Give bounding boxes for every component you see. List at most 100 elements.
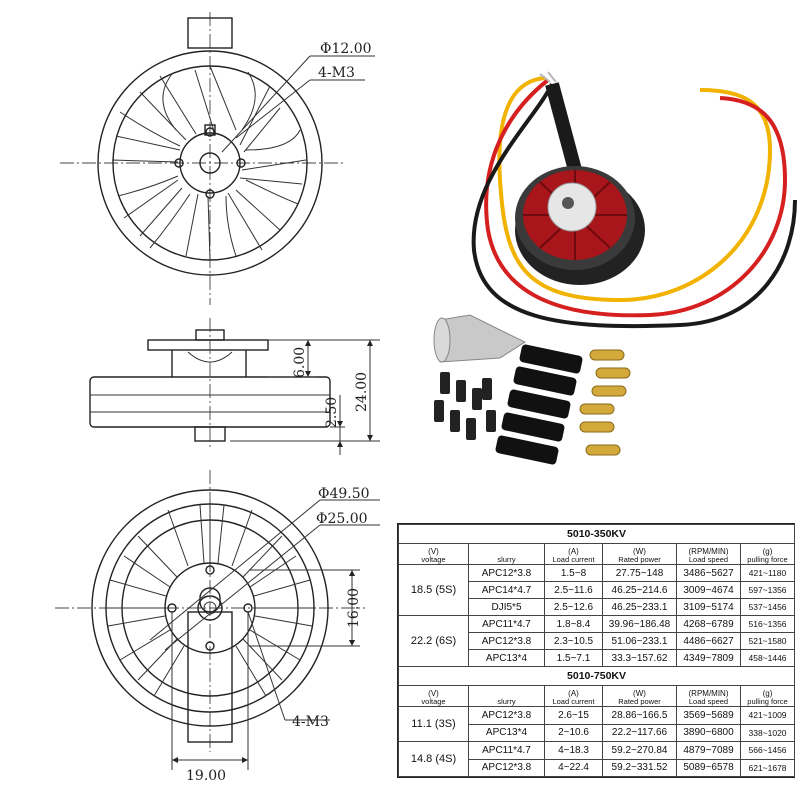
cell: APC12*3.8 — [468, 632, 545, 650]
cell: 5089~6578 — [676, 758, 741, 777]
voltage-cell: 11.1 (3S) — [398, 706, 469, 742]
header-cell: (W)Rated power — [602, 685, 677, 707]
cell: 421~1009 — [739, 706, 796, 725]
cell: 4349~7809 — [676, 649, 741, 667]
table-row: APC12*3.8 4~22.4 59.2~331.52 5089~6578 6… — [399, 758, 796, 777]
cell: 3109~5174 — [676, 598, 741, 616]
cell: 2.5~12.6 — [544, 598, 603, 616]
spec-table-title: 5010-750KV — [397, 666, 796, 686]
dim-hole-spacing: 16.00 — [346, 588, 362, 628]
cell: APC11*4.7 — [468, 741, 545, 760]
voltage-cell: 14.8 (4S) — [398, 741, 469, 777]
red-wire — [484, 78, 788, 318]
table-title-row: 5010-750KV — [397, 666, 796, 686]
cell: 537~1456 — [739, 598, 796, 616]
table-row: APC14*4.7 2.5~11.6 46.25~214.6 3009~4674… — [399, 581, 796, 599]
cell: DJI5*5 — [468, 598, 545, 616]
cell: APC13*4 — [468, 649, 545, 667]
bottom-view-drawing — [55, 470, 380, 770]
cell: APC14*4.7 — [468, 581, 545, 599]
spec-table-title: 5010-350KV — [397, 524, 796, 544]
table-header-row: (V)voltage slurry (A)Load current (W)Rat… — [398, 685, 796, 707]
cell: 27.75~148 — [602, 564, 677, 582]
header-cell: (RPM/MIN)Load speed — [676, 685, 741, 707]
header-cell: (A)Load current — [544, 685, 603, 707]
cell: APC11*4.7 — [468, 615, 545, 633]
header-cell: (g)pulling force — [739, 543, 796, 565]
bullet-connectors-icon — [579, 349, 631, 456]
black-wire — [471, 83, 797, 329]
cell: 4879~7089 — [676, 741, 741, 760]
cell: 4486~6627 — [676, 632, 741, 650]
cell: 1.5~7.1 — [544, 649, 603, 667]
cell: 22.2~117.66 — [602, 723, 677, 742]
cell: 46.25~233.1 — [602, 598, 677, 616]
table-row: 14.8 (4S) APC11*4.7 4~18.3 59.2~270.84 4… — [398, 741, 796, 777]
cell: 1.5~8 — [544, 564, 603, 582]
cell: 521~1580 — [739, 632, 796, 650]
voltage-cell: 18.5 (5S) — [398, 564, 469, 616]
cell: 1.8~8.4 — [544, 615, 603, 633]
spec-table: 5010-350KV (V)voltage slurry (A)Load cur… — [397, 523, 796, 778]
header-cell: (A)Load current — [544, 543, 603, 565]
top-view-drawing — [60, 12, 375, 305]
table-row: 22.2 (6S) APC11*4.7 1.8~8.4 39.96~186.48… — [398, 615, 796, 667]
cell: 3569~5689 — [676, 706, 741, 725]
cell: APC13*4 — [468, 723, 545, 742]
cell: 2.5~11.6 — [544, 581, 603, 599]
header-cell: (W)Rated power — [602, 543, 677, 565]
table-row: 11.1 (3S) APC12*3.8 2.6~15 28.86~166.5 3… — [398, 706, 796, 742]
cell: 59.2~331.52 — [602, 758, 677, 777]
cell: 338~1020 — [739, 723, 796, 742]
header-cell: (RPM/MIN)Load speed — [676, 543, 741, 565]
header-cell: (V)voltage — [398, 685, 469, 707]
cell: 2.3~10.5 — [544, 632, 603, 650]
dim-shaft-diameter: Φ12.00 — [320, 41, 372, 57]
cell: 4268~6789 — [676, 615, 741, 633]
cell: 28.86~166.5 — [602, 706, 677, 725]
header-cell: (g)pulling force — [739, 685, 796, 707]
table-title-row: 5010-350KV — [397, 524, 796, 544]
table-header-row: (V)voltage slurry (A)Load current (W)Rat… — [398, 543, 796, 565]
dim-outer-diameter: Φ49.50 — [318, 486, 370, 502]
table-row: APC13*4 2~10.6 22.2~117.66 3890~6800 338… — [399, 723, 796, 742]
header-cell: slurry — [468, 543, 545, 565]
cell: 4~22.4 — [544, 758, 603, 777]
cell: APC12*3.8 — [468, 706, 545, 725]
cell: 33.3~157.62 — [602, 649, 677, 667]
cell: APC12*3.8 — [468, 564, 545, 582]
cell: 59.2~270.84 — [602, 741, 677, 760]
cell: 421~1180 — [739, 564, 796, 582]
prop-adapter-icon — [439, 314, 527, 363]
cell: APC12*3.8 — [468, 758, 545, 777]
cell: 39.96~186.48 — [602, 615, 677, 633]
cell: 51.06~233.1 — [602, 632, 677, 650]
cell: 3009~4674 — [676, 581, 741, 599]
voltage-cell: 22.2 (6S) — [398, 615, 469, 667]
cell: 46.25~214.6 — [602, 581, 677, 599]
header-cell: (V)voltage — [398, 543, 469, 565]
cell: 458~1446 — [739, 649, 796, 667]
cell: 621~1678 — [739, 758, 796, 777]
dim-bottom-width: 19.00 — [186, 768, 226, 784]
cell: 2~10.6 — [544, 723, 603, 742]
cell: 3890~6800 — [676, 723, 741, 742]
dim-total-height: 24.00 — [354, 372, 370, 412]
dim-inner-diameter: Φ25.00 — [316, 511, 368, 527]
cell: 3486~5627 — [676, 564, 741, 582]
dim-shaft-height: 6.00 — [292, 347, 308, 378]
motor-product-photo — [433, 71, 797, 465]
header-cell: slurry — [468, 685, 545, 707]
cell: 4~18.3 — [544, 741, 603, 760]
heat-shrink-tubes-icon — [495, 344, 583, 465]
cell: 597~1356 — [739, 581, 796, 599]
cell: 2.6~15 — [544, 706, 603, 725]
side-view-drawing — [89, 318, 380, 455]
table-row: DJI5*5 2.5~12.6 46.25~233.1 3109~5174 53… — [399, 598, 796, 616]
screws-icon — [434, 372, 496, 440]
table-row: 18.5 (5S) APC12*3.8 1.5~8 27.75~148 3486… — [398, 564, 796, 616]
cell: 566~1456 — [739, 741, 796, 760]
cell: 516~1356 — [739, 615, 796, 633]
dim-bottom-screw-holes: 4-M3 — [292, 714, 329, 730]
